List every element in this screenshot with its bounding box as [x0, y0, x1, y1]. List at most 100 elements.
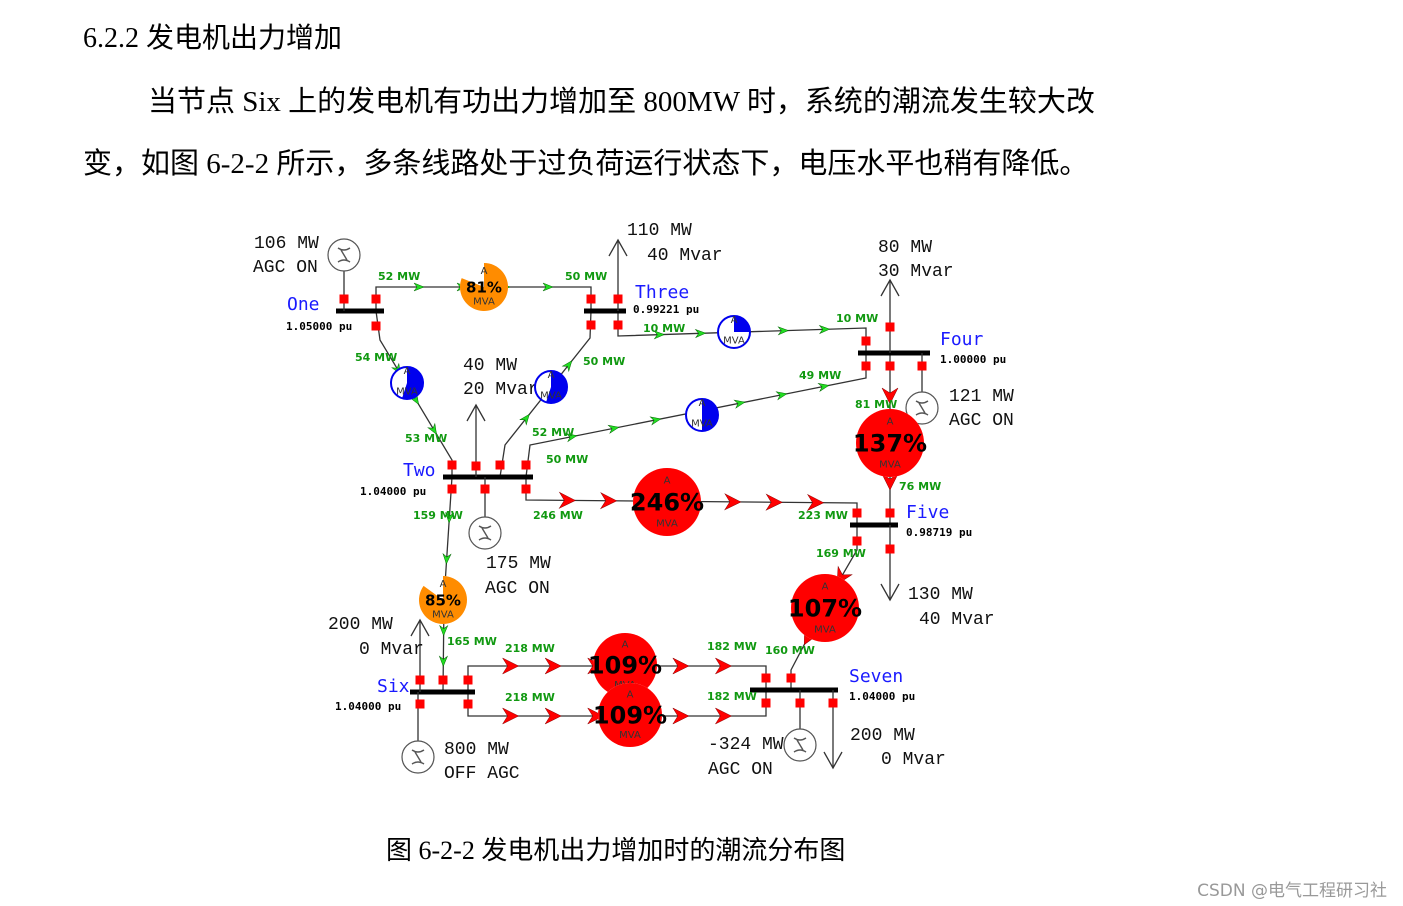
bus-voltage: 0.99221 pu	[633, 303, 699, 316]
breaker-icon	[795, 698, 805, 708]
flow-arrow-icon	[733, 399, 746, 409]
breaker-icon	[786, 673, 796, 683]
line-loading-fill	[418, 576, 468, 624]
pie-label-mva: MVA	[473, 296, 495, 307]
flow-arrow-icon	[442, 552, 452, 565]
pie-label-a: A	[822, 581, 829, 592]
breaker-icon	[828, 698, 838, 708]
pie-label-a: A	[699, 398, 706, 409]
flow-label: 76 MW	[899, 480, 941, 493]
breaker-icon	[447, 460, 457, 470]
flow-arrow-icon	[777, 326, 790, 336]
flow-arrow-icon	[542, 282, 554, 292]
breaker-icon	[613, 320, 623, 330]
pie-label-a: A	[404, 366, 411, 377]
arrow-shape	[427, 422, 437, 435]
generator-mw: 121 MW	[949, 387, 1014, 407]
load-arrow-icon	[410, 618, 430, 637]
pie-label-a: A	[481, 266, 488, 277]
pie-percent: 109%	[593, 701, 667, 729]
bus-voltage: 1.04000 pu	[335, 700, 401, 713]
breaker-icon	[521, 460, 531, 470]
bus-voltage: 1.00000 pu	[940, 353, 1006, 366]
load-arrow-icon	[823, 751, 843, 770]
arrow-shape	[544, 657, 562, 675]
load-arrow-icon	[880, 583, 900, 602]
arrow-shape	[542, 282, 554, 292]
pie-percent: 137%	[853, 429, 927, 457]
arrow-shape	[558, 491, 576, 509]
flow-arrow-icon	[881, 387, 899, 405]
breaker-icon	[371, 321, 381, 331]
breaker-icon	[586, 320, 596, 330]
line-loading-fill	[633, 468, 701, 536]
arrow-shape	[653, 330, 666, 340]
pie-label-a: A	[622, 639, 629, 650]
arrow-shape	[501, 707, 520, 725]
breaker-icon	[463, 675, 473, 685]
line-loading-fill	[791, 574, 859, 642]
section-heading: 6.2.2 发电机出力增加	[83, 23, 343, 54]
flow-label: 10 MW	[643, 322, 685, 335]
generator-symbol-icon	[915, 400, 929, 416]
breaker-icon	[885, 361, 895, 371]
breaker-icon	[861, 361, 871, 371]
arrow-shape	[561, 360, 573, 373]
arrow-shape	[442, 552, 452, 565]
flow-arrow-icon	[714, 707, 732, 725]
breaker-icon	[613, 294, 623, 304]
load-mw: 40 MW	[463, 356, 517, 376]
paragraph-line-2: 变，如图 6-2-2 所示，多条线路处于过负荷运行状态下，电压水平也稍有降低。	[83, 148, 1089, 180]
bus-voltage: 0.98719 pu	[906, 526, 972, 539]
pie-percent: 81%	[466, 278, 502, 296]
arrow-shape	[881, 387, 899, 405]
flow-arrow-icon	[607, 424, 620, 434]
arrow-shape	[765, 493, 783, 511]
flow-arrow-icon	[558, 491, 576, 509]
arrow-shape	[714, 707, 732, 725]
load-mw: 200 MW	[328, 615, 393, 635]
arrow-shape	[733, 399, 746, 409]
generator-symbol-icon	[411, 749, 425, 765]
arrow-shape	[806, 493, 825, 512]
load-arrow-icon	[880, 278, 900, 297]
pie-label-mva: MVA	[656, 518, 678, 529]
load-mvar: 0 Mvar	[359, 640, 424, 660]
breaker-icon	[586, 294, 596, 304]
flow-arrow-icon	[672, 707, 690, 725]
bus-voltage: 1.04000 pu	[849, 690, 915, 703]
line-loading-fill	[856, 409, 924, 477]
pie-percent: 246%	[630, 488, 704, 516]
flow-label: 53 MW	[405, 432, 447, 445]
flow-arrow-icon	[672, 657, 690, 675]
breaker-icon	[885, 322, 895, 332]
breaker-icon	[761, 673, 771, 683]
flow-arrow-icon	[561, 360, 573, 373]
generator-mw: 800 MW	[444, 740, 509, 760]
flow-arrow-icon	[427, 422, 437, 435]
arrow-shape	[501, 657, 520, 675]
arrow-shape	[565, 433, 578, 443]
generator-status: AGC ON	[708, 760, 773, 780]
pie-label-mva: MVA	[814, 624, 836, 635]
arrow-shape	[777, 326, 790, 336]
breaker-icon	[415, 699, 425, 709]
breaker-icon	[917, 361, 927, 371]
load-mw: 130 MW	[908, 585, 973, 605]
breaker-icon	[463, 699, 473, 709]
bus-label: Seven	[849, 666, 903, 687]
breaker-icon	[480, 484, 490, 494]
pie-percent: 109%	[588, 651, 662, 679]
line-loading-fill	[546, 371, 567, 403]
bus-voltage: 1.05000 pu	[286, 320, 352, 333]
paragraph-line-1: 当节点 Six 上的发电机有功出力增加至 800MW 时，系统的潮流发生较大改	[148, 86, 1095, 118]
flow-arrow-icon	[438, 655, 448, 668]
flow-label: 169 MW	[816, 547, 866, 560]
generator-status: AGC ON	[485, 579, 550, 599]
breaker-icon	[339, 294, 349, 304]
pie-label-mva: MVA	[619, 730, 641, 741]
line-loading-fill	[593, 633, 657, 697]
flow-label: 160 MW	[765, 644, 815, 657]
breaker-icon	[852, 508, 862, 518]
line-loading-fill	[598, 683, 662, 747]
